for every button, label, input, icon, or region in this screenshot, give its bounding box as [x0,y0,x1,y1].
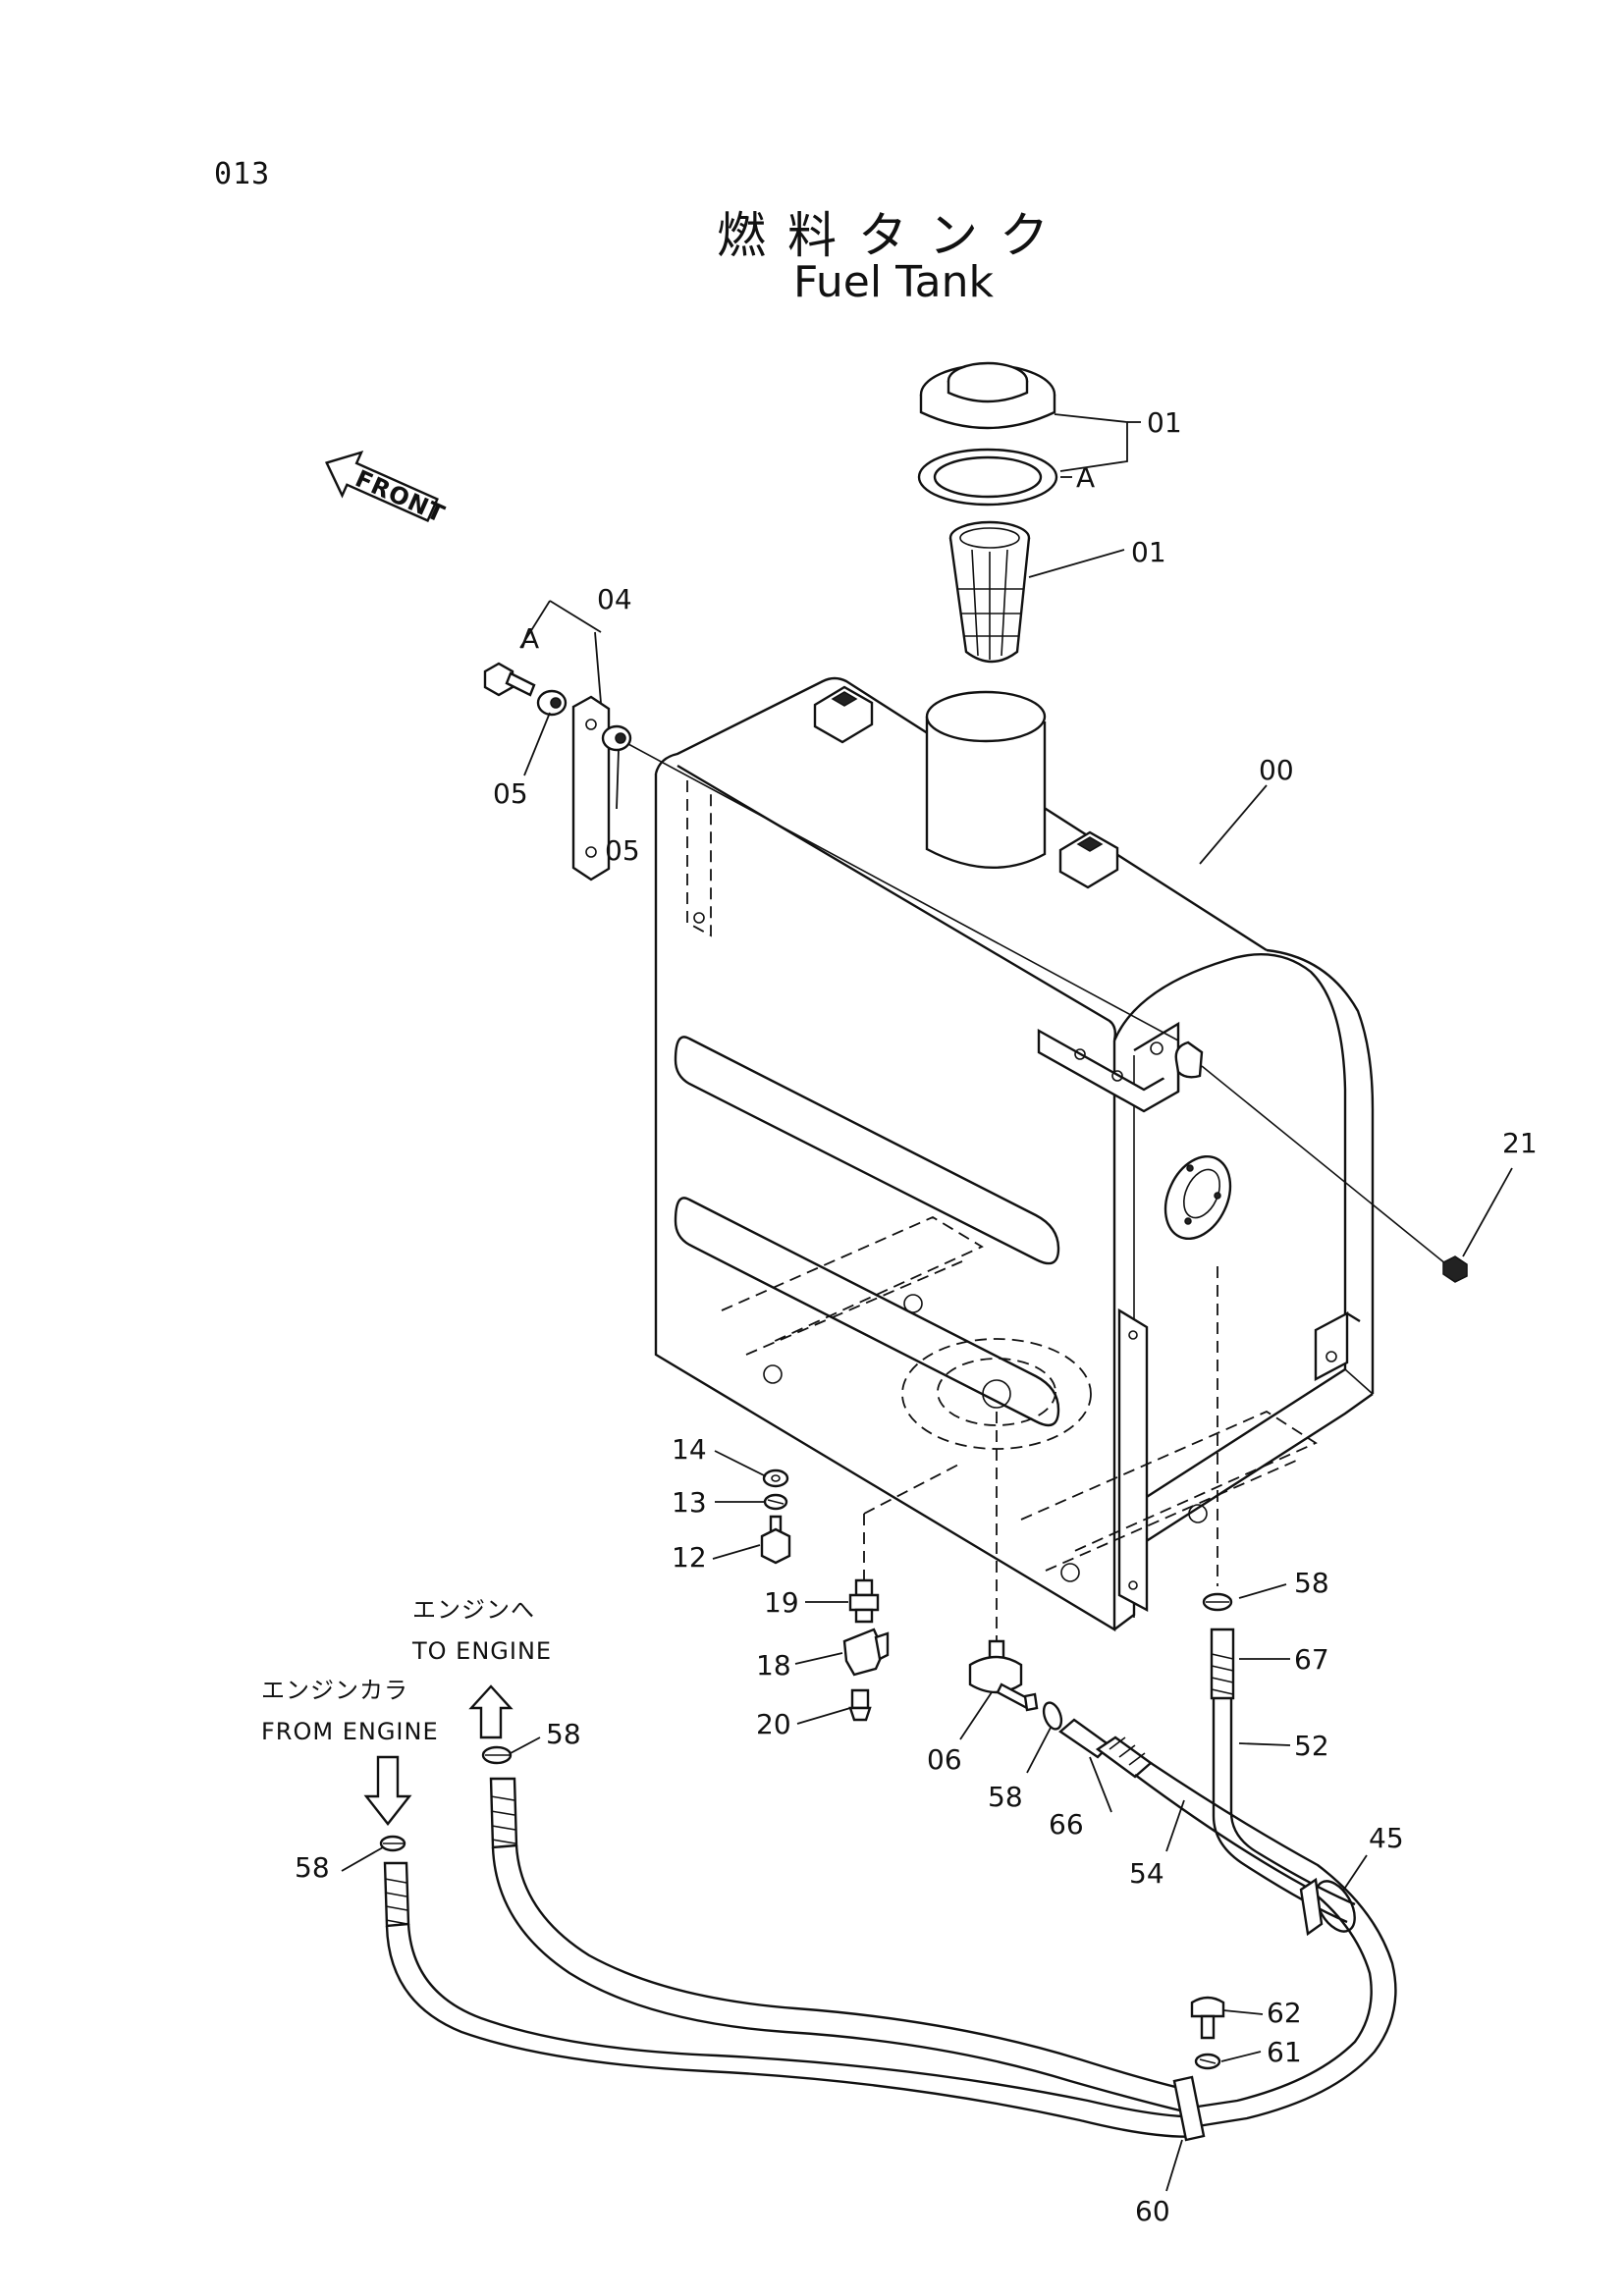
part-label-14: 14 [672,1433,707,1466]
nut-21 [1442,1255,1468,1283]
fuel-tank-body [654,676,1375,1632]
fuel-cap [919,361,1056,430]
top-boss-rear [813,685,874,744]
to-engine-jp-label: エンジンへ [412,1596,535,1624]
assembly-letter-a-cap: A [1076,461,1095,494]
cap-gasket [917,448,1058,507]
assembly-letter-a-bracket: A [520,622,539,655]
bracket-bolt [483,662,536,697]
top-boss-front [1058,830,1119,889]
hose-band-60 [1172,2075,1206,2142]
part-label-12: 12 [672,1541,707,1574]
part-label-20: 20 [756,1708,791,1740]
part-label-18: 18 [756,1649,791,1682]
from-engine-jp-label: エンジンカラ [261,1677,408,1704]
elbow-18 [842,1628,890,1677]
part-label-58-return: 58 [1294,1567,1329,1599]
part-label-62: 62 [1267,1997,1302,2029]
hose-return-52 [1210,1628,1356,1924]
bolt-12 [760,1515,791,1565]
spacer-rear [536,689,568,717]
part-label-21: 21 [1502,1127,1538,1159]
fitting-20 [848,1688,872,1722]
clamp-58-return [1202,1592,1233,1612]
from-engine-arrow-icon [363,1755,412,1826]
clamp-58-drain [1042,1701,1063,1731]
part-label-58-from-engine: 58 [295,1851,330,1884]
part-label-01: 01 [1131,536,1166,568]
lock-washer-13 [763,1493,788,1511]
part-label-66: 66 [1049,1808,1084,1841]
spacer-side [1174,1041,1204,1079]
from-engine-label: FROM ENGINE [261,1718,439,1745]
part-label-61: 61 [1267,2036,1302,2068]
part-label-60: 60 [1135,2195,1170,2227]
title-english: Fuel Tank [793,257,994,307]
part-label-58-to-engine: 58 [546,1718,581,1750]
washer-14 [762,1468,789,1488]
part-label-58-drain: 58 [988,1781,1023,1813]
bolt-62 [1190,1996,1225,2040]
hose-to-engine [489,1777,1193,2114]
spacer-front [601,724,632,752]
part-label-54: 54 [1129,1857,1164,1890]
drain-cock-06 [968,1639,1039,1712]
part-label-67: 67 [1294,1643,1329,1676]
part-label-52: 52 [1294,1730,1329,1762]
washer-61 [1194,2053,1221,2070]
part-label-02: 01 [1147,406,1182,439]
part-label-00: 00 [1259,754,1294,786]
hose-from-engine [383,1861,1203,2138]
fuel-strainer [948,520,1031,664]
part-label-45: 45 [1369,1822,1404,1854]
part-label-05-front: 05 [605,834,640,867]
part-label-06: 06 [927,1743,962,1776]
to-engine-arrow-icon [468,1684,514,1739]
part-label-04: 04 [597,583,632,615]
fitting-19 [848,1578,880,1624]
front-label: FRONT [352,464,450,528]
part-label-05-rear: 05 [493,777,528,810]
title-japanese: 燃料タンク [717,207,1070,264]
clamp-58-to-engine [481,1745,513,1765]
band-clamp-45 [1299,1877,1356,1937]
page-number: 013 [214,157,271,191]
to-engine-label: TO ENGINE [411,1637,552,1665]
part-label-13: 13 [672,1486,707,1519]
clamp-58-from-engine [379,1835,406,1852]
hose-feed-54 [1058,1718,1397,2128]
front-arrow-icon: FRONT [324,451,450,528]
rear-bracket [571,695,611,881]
part-label-19: 19 [764,1586,799,1619]
